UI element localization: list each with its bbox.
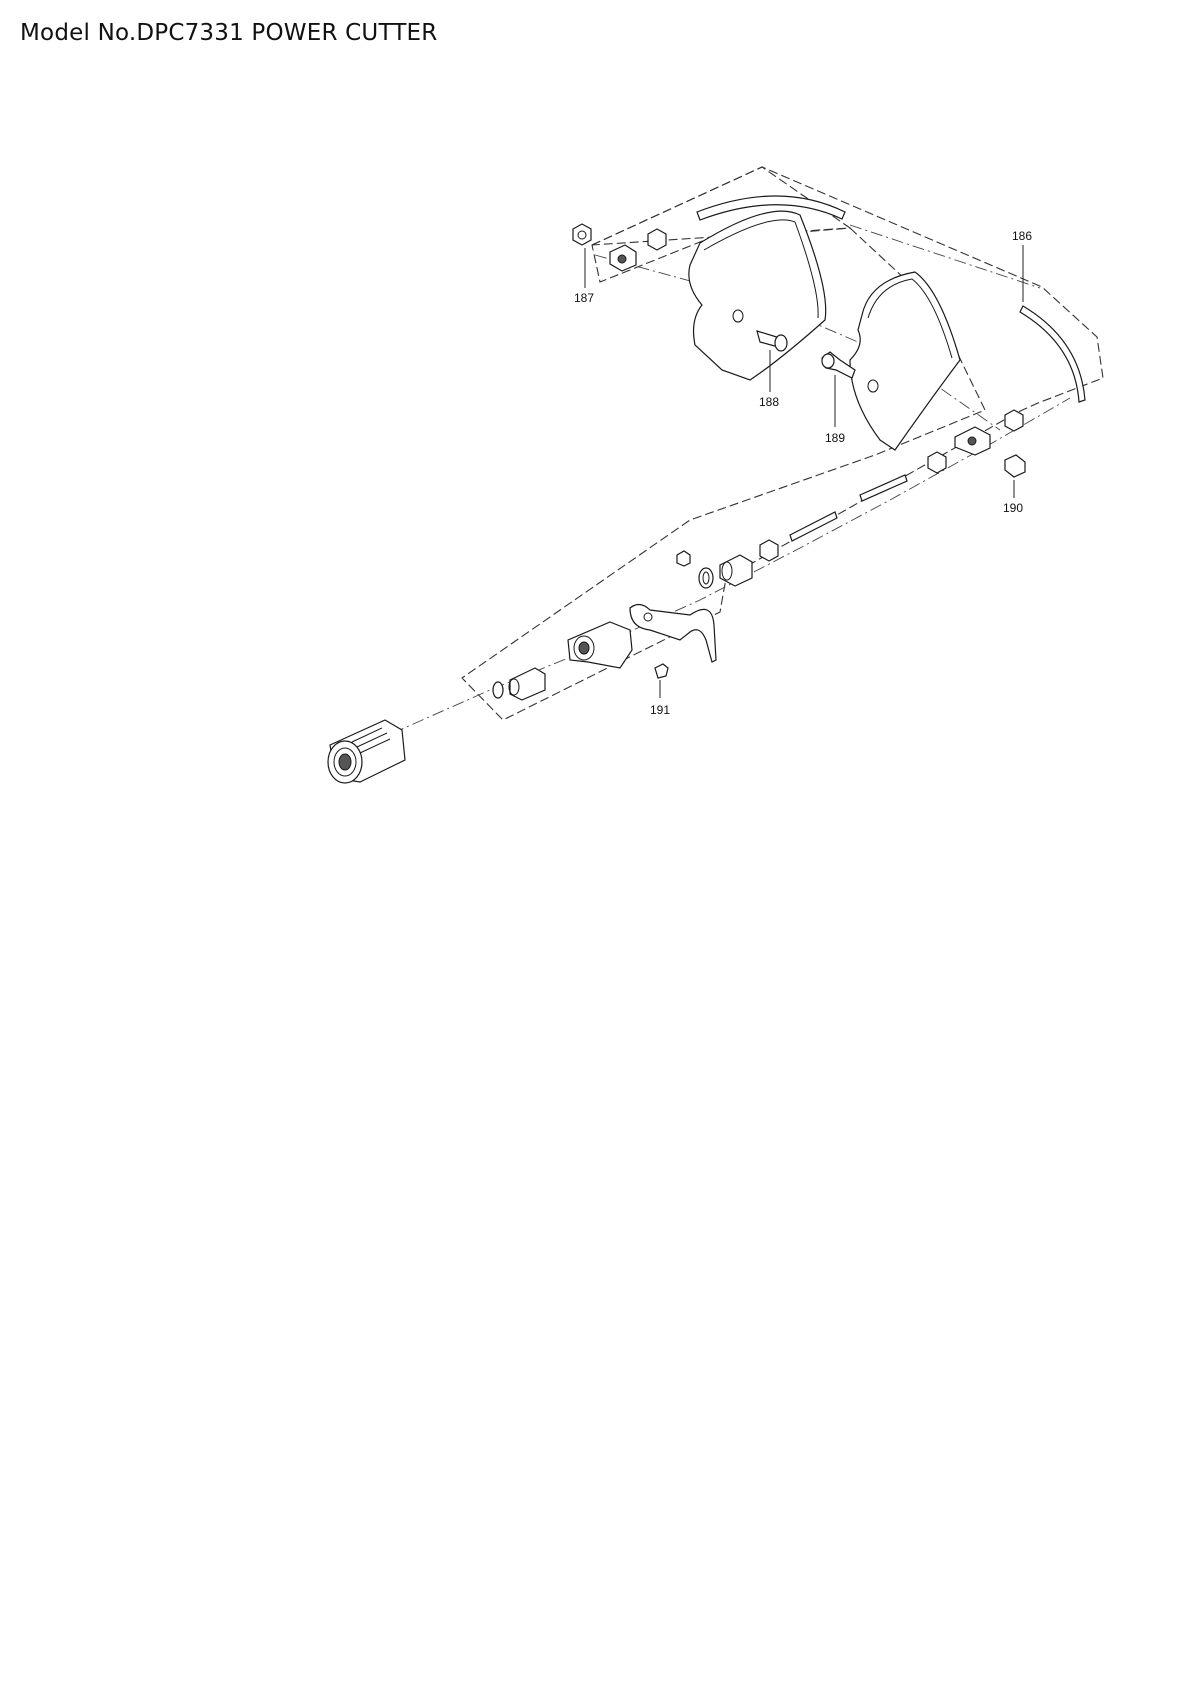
callout-187: 187	[574, 291, 594, 305]
callout-188: 188	[759, 395, 779, 409]
hex-nut-lower-1	[759, 539, 779, 562]
upper-axis-line-2	[849, 224, 1041, 289]
nipple	[509, 667, 546, 701]
page-title: Model No.DPC7331 POWER CUTTER	[20, 20, 438, 46]
mid-tube-2	[789, 511, 838, 542]
washer	[698, 567, 714, 589]
hex-nut-187	[572, 223, 592, 246]
upper-axis-line	[594, 254, 1001, 431]
elbow-block	[567, 621, 633, 669]
callout-190: 190	[1003, 501, 1023, 515]
hex-nut-mid	[927, 451, 947, 474]
callout-186: 186	[1012, 229, 1032, 243]
callout-191: 191	[650, 703, 670, 717]
cap-190	[1004, 454, 1026, 478]
clamp-bracket	[629, 603, 717, 663]
right-tube-186	[1019, 305, 1086, 403]
side-cover-left	[688, 210, 827, 381]
screw-191	[654, 663, 669, 679]
hex-nut-right	[1004, 409, 1024, 432]
side-cover-right	[849, 271, 961, 451]
o-ring	[492, 681, 504, 699]
connector-lower	[719, 554, 753, 587]
hex-nut-top-2	[647, 228, 667, 251]
small-nut	[676, 550, 691, 567]
callout-189: 189	[825, 431, 845, 445]
top-tube	[696, 195, 846, 221]
mid-tube-1	[859, 474, 908, 502]
